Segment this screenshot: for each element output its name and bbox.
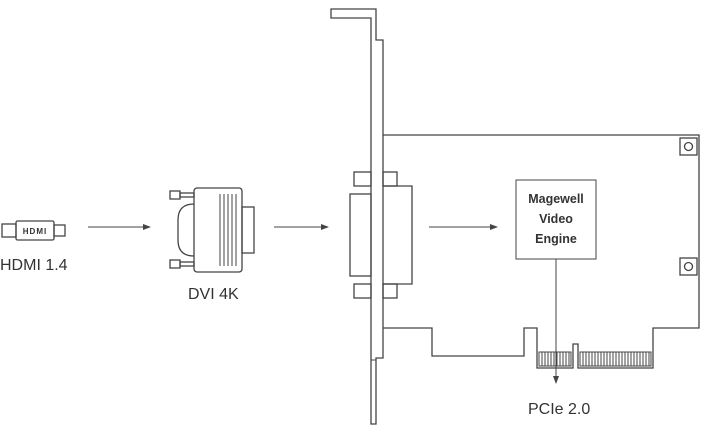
- hdmi-plug-text: HDMI: [23, 227, 47, 236]
- hdmi-connector-icon: HDMI: [1, 220, 66, 241]
- dvi-connector-icon: [169, 187, 255, 273]
- pcie-label: PCIe 2.0: [528, 401, 590, 418]
- engine-line-1: Magewell: [528, 192, 584, 206]
- capture-card-icon: [330, 8, 700, 425]
- pcie-gold-fingers: [538, 351, 652, 367]
- video-engine-chip: Magewell Video Engine: [515, 179, 597, 260]
- hdmi-label: HDMI 1.4: [0, 257, 68, 274]
- engine-line-2: Video: [539, 212, 573, 226]
- engine-line-3: Engine: [535, 232, 577, 246]
- dvi-label: DVI 4K: [188, 286, 239, 303]
